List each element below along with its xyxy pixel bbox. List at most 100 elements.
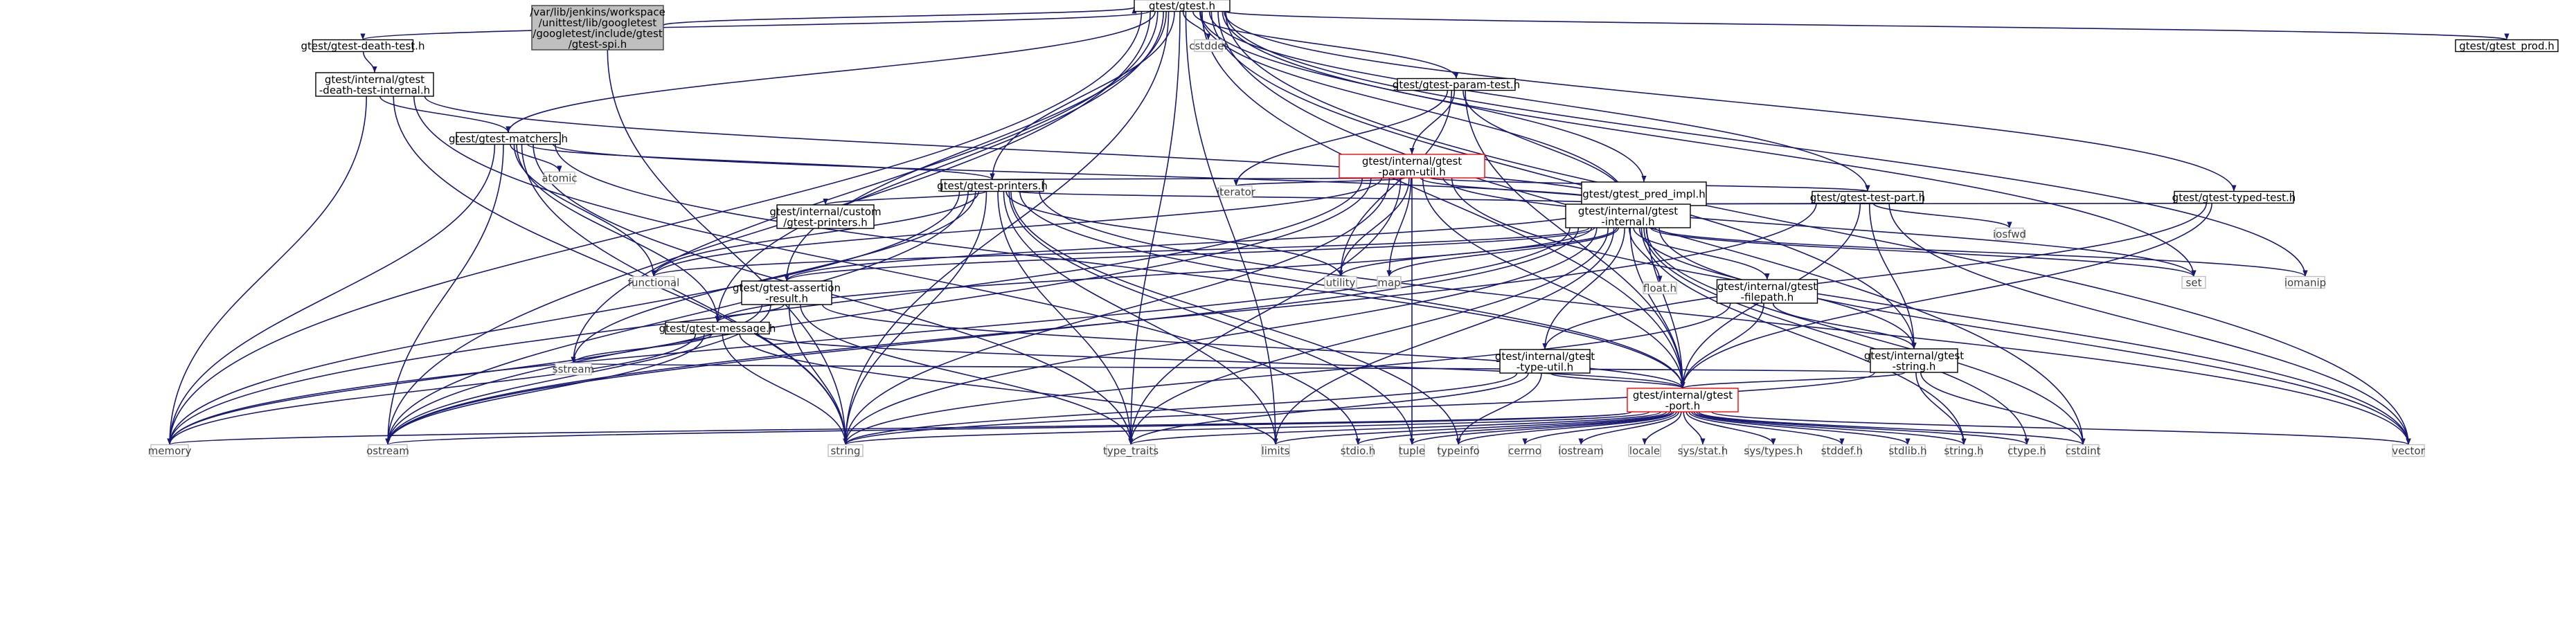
node-printers[interactable]: gtest/gtest-printers.h bbox=[937, 179, 1048, 192]
edge-gtest-h-to-printers bbox=[990, 11, 1175, 180]
node-set[interactable]: set bbox=[2181, 275, 2206, 289]
edge-internal-to-map bbox=[1386, 227, 1619, 277]
node-label: utility bbox=[1326, 277, 1356, 289]
edge-dt-internal-to-matchers bbox=[379, 96, 511, 133]
edge-port-to-iostream bbox=[1578, 411, 1679, 445]
node-cerrno[interactable]: cerrno bbox=[1508, 444, 1541, 458]
node-custom-printers[interactable]: gtest/internal/custom/gtest-printers.h bbox=[769, 204, 882, 229]
node-box bbox=[1397, 78, 1516, 91]
node-iosfwd[interactable]: iosfwd bbox=[1993, 227, 2026, 241]
edge-root-to-gtest-h bbox=[663, 6, 1137, 26]
node-ostream[interactable]: ostream bbox=[366, 444, 409, 458]
node-vector[interactable]: vector bbox=[2392, 444, 2426, 458]
edge-port-to-stdio-h bbox=[1355, 411, 1670, 446]
node-label: ostream bbox=[366, 445, 409, 458]
node-message[interactable]: gtest/gtest-message.h bbox=[659, 321, 776, 335]
node-map[interactable]: map bbox=[1377, 275, 1402, 289]
node-label: gtest/internal/gtest bbox=[1633, 389, 1733, 401]
node-cstddef[interactable]: cstddef bbox=[1189, 39, 1228, 53]
node-type-util[interactable]: gtest/internal/gtest-type-util.h bbox=[1495, 349, 1595, 374]
edge-port-to-typeinfo bbox=[1456, 411, 1674, 446]
node-box bbox=[1628, 444, 1661, 458]
node-box bbox=[150, 444, 189, 458]
node-label: /gtest-spi.h bbox=[569, 38, 627, 51]
edge-port-to-sys-types bbox=[1685, 411, 1776, 445]
node-stdio-h[interactable]: stdio.h bbox=[1341, 444, 1376, 458]
node-utility[interactable]: utility bbox=[1324, 275, 1357, 289]
edge-printers-to-memory bbox=[167, 191, 960, 445]
node-ctype-h[interactable]: ctype.h bbox=[2007, 444, 2046, 458]
node-gtest-prod[interactable]: gtest/gtest_prod.h bbox=[2455, 39, 2559, 53]
edge-port-to-limits bbox=[1273, 411, 1667, 446]
node-box bbox=[2455, 39, 2559, 53]
node-string[interactable]: string bbox=[828, 444, 864, 458]
edge-param-test-to-port bbox=[1465, 90, 1685, 389]
node-matchers[interactable]: gtest/gtest-matchers.h bbox=[449, 132, 568, 145]
node-memory[interactable]: memory bbox=[148, 444, 192, 458]
node-dt-internal[interactable]: gtest/internal/gtest-death-test-internal… bbox=[315, 72, 434, 97]
node-box bbox=[531, 5, 664, 51]
node-assertion[interactable]: gtest/gtest-assertion-result.h bbox=[733, 280, 841, 305]
edge-gtest-h-to-memory bbox=[167, 11, 1143, 445]
edge-internal-to-set bbox=[1649, 227, 2197, 278]
node-iterator[interactable]: iterator bbox=[1217, 185, 1256, 199]
node-gtest-h[interactable]: gtest/gtest.h bbox=[1134, 0, 1231, 12]
edge-layer bbox=[167, 6, 2509, 446]
node-typeinfo[interactable]: typeinfo bbox=[1437, 444, 1480, 458]
node-label: stdlib.h bbox=[1888, 445, 1926, 458]
edge-internal-to-vector bbox=[1658, 227, 2411, 445]
node-port[interactable]: gtest/internal/gtest-port.h bbox=[1627, 388, 1739, 413]
node-label: set bbox=[2186, 277, 2202, 289]
edge-test-part-to-iosfwd bbox=[1872, 202, 2012, 229]
node-label: -string.h bbox=[1893, 360, 1936, 372]
edge-param-util-to-map bbox=[1386, 177, 1412, 277]
node-label: stdio.h bbox=[1341, 445, 1376, 458]
node-string-h[interactable]: string.h bbox=[1944, 444, 1984, 458]
node-typed-test[interactable]: gtest/gtest-typed-test.h bbox=[2172, 190, 2296, 204]
node-param-test[interactable]: gtest/gtest-param-test.h bbox=[1393, 78, 1520, 91]
node-label: gtest/internal/gtest bbox=[1717, 280, 1817, 293]
edge-gstring-to-sstream bbox=[573, 362, 1875, 373]
edge-assertion-to-string bbox=[788, 304, 848, 445]
node-type-traits[interactable]: type_traits bbox=[1103, 444, 1159, 458]
node-cstdint[interactable]: cstdint bbox=[2065, 444, 2101, 458]
node-filepath[interactable]: gtest/internal/gtest-filepath.h bbox=[1716, 279, 1818, 304]
node-float-h[interactable]: float.h bbox=[1643, 281, 1677, 295]
node-sys-stat[interactable]: sys/stat.h bbox=[1678, 444, 1728, 458]
node-death-test[interactable]: gtest/gtest-death-test.h bbox=[301, 39, 425, 53]
node-box bbox=[1890, 444, 1926, 458]
node-label: ctype.h bbox=[2007, 445, 2046, 458]
node-stddef-h[interactable]: stddef.h bbox=[1821, 444, 1863, 458]
node-iomanip[interactable]: iomanip bbox=[2284, 275, 2326, 289]
node-sys-types[interactable]: sys/types.h bbox=[1744, 444, 1803, 458]
node-sstream[interactable]: sstream bbox=[553, 362, 594, 376]
node-label: memory bbox=[148, 445, 192, 458]
node-test-part[interactable]: gtest/gtest-test-part.h bbox=[1810, 190, 1925, 204]
node-atomic[interactable]: atomic bbox=[542, 171, 578, 185]
edge-message-to-port bbox=[755, 333, 1685, 389]
node-label: gtest/gtest-param-test.h bbox=[1393, 79, 1520, 91]
node-label: -type-util.h bbox=[1517, 361, 1573, 373]
node-tuple[interactable]: tuple bbox=[1399, 444, 1425, 458]
node-pred-impl[interactable]: gtest/gtest_pred_impl.h bbox=[1581, 181, 1707, 206]
node-gstring[interactable]: gtest/internal/gtest-string.h bbox=[1864, 348, 1964, 373]
node-stdlib-h[interactable]: stdlib.h bbox=[1888, 444, 1927, 458]
node-root[interactable]: /var/lib/jenkins/workspace/unittest/lib/… bbox=[530, 5, 665, 51]
node-label: iosfwd bbox=[1993, 228, 2026, 241]
node-iostream[interactable]: iostream bbox=[1558, 444, 1604, 458]
node-box bbox=[1343, 444, 1373, 458]
edge-filepath-to-string bbox=[843, 302, 1731, 445]
node-locale[interactable]: locale bbox=[1628, 444, 1661, 458]
node-box bbox=[1565, 203, 1691, 228]
node-label: gtest/gtest-typed-test.h bbox=[2172, 192, 2296, 204]
edge-internal-to-cstdint bbox=[1645, 227, 2086, 445]
node-limits[interactable]: limits bbox=[1261, 444, 1290, 458]
node-label: /gtest-printers.h bbox=[783, 216, 868, 228]
edge-printers-to-ostream bbox=[385, 191, 969, 445]
node-param-util[interactable]: gtest/internal/gtest-param-util.h bbox=[1339, 154, 1485, 179]
node-label: vector bbox=[2392, 445, 2425, 458]
edge-type-util-to-string bbox=[843, 372, 1518, 445]
node-internal[interactable]: gtest/internal/gtest-internal.h bbox=[1565, 203, 1691, 228]
node-label: float.h bbox=[1643, 282, 1676, 295]
node-functional[interactable]: functional bbox=[628, 275, 680, 289]
